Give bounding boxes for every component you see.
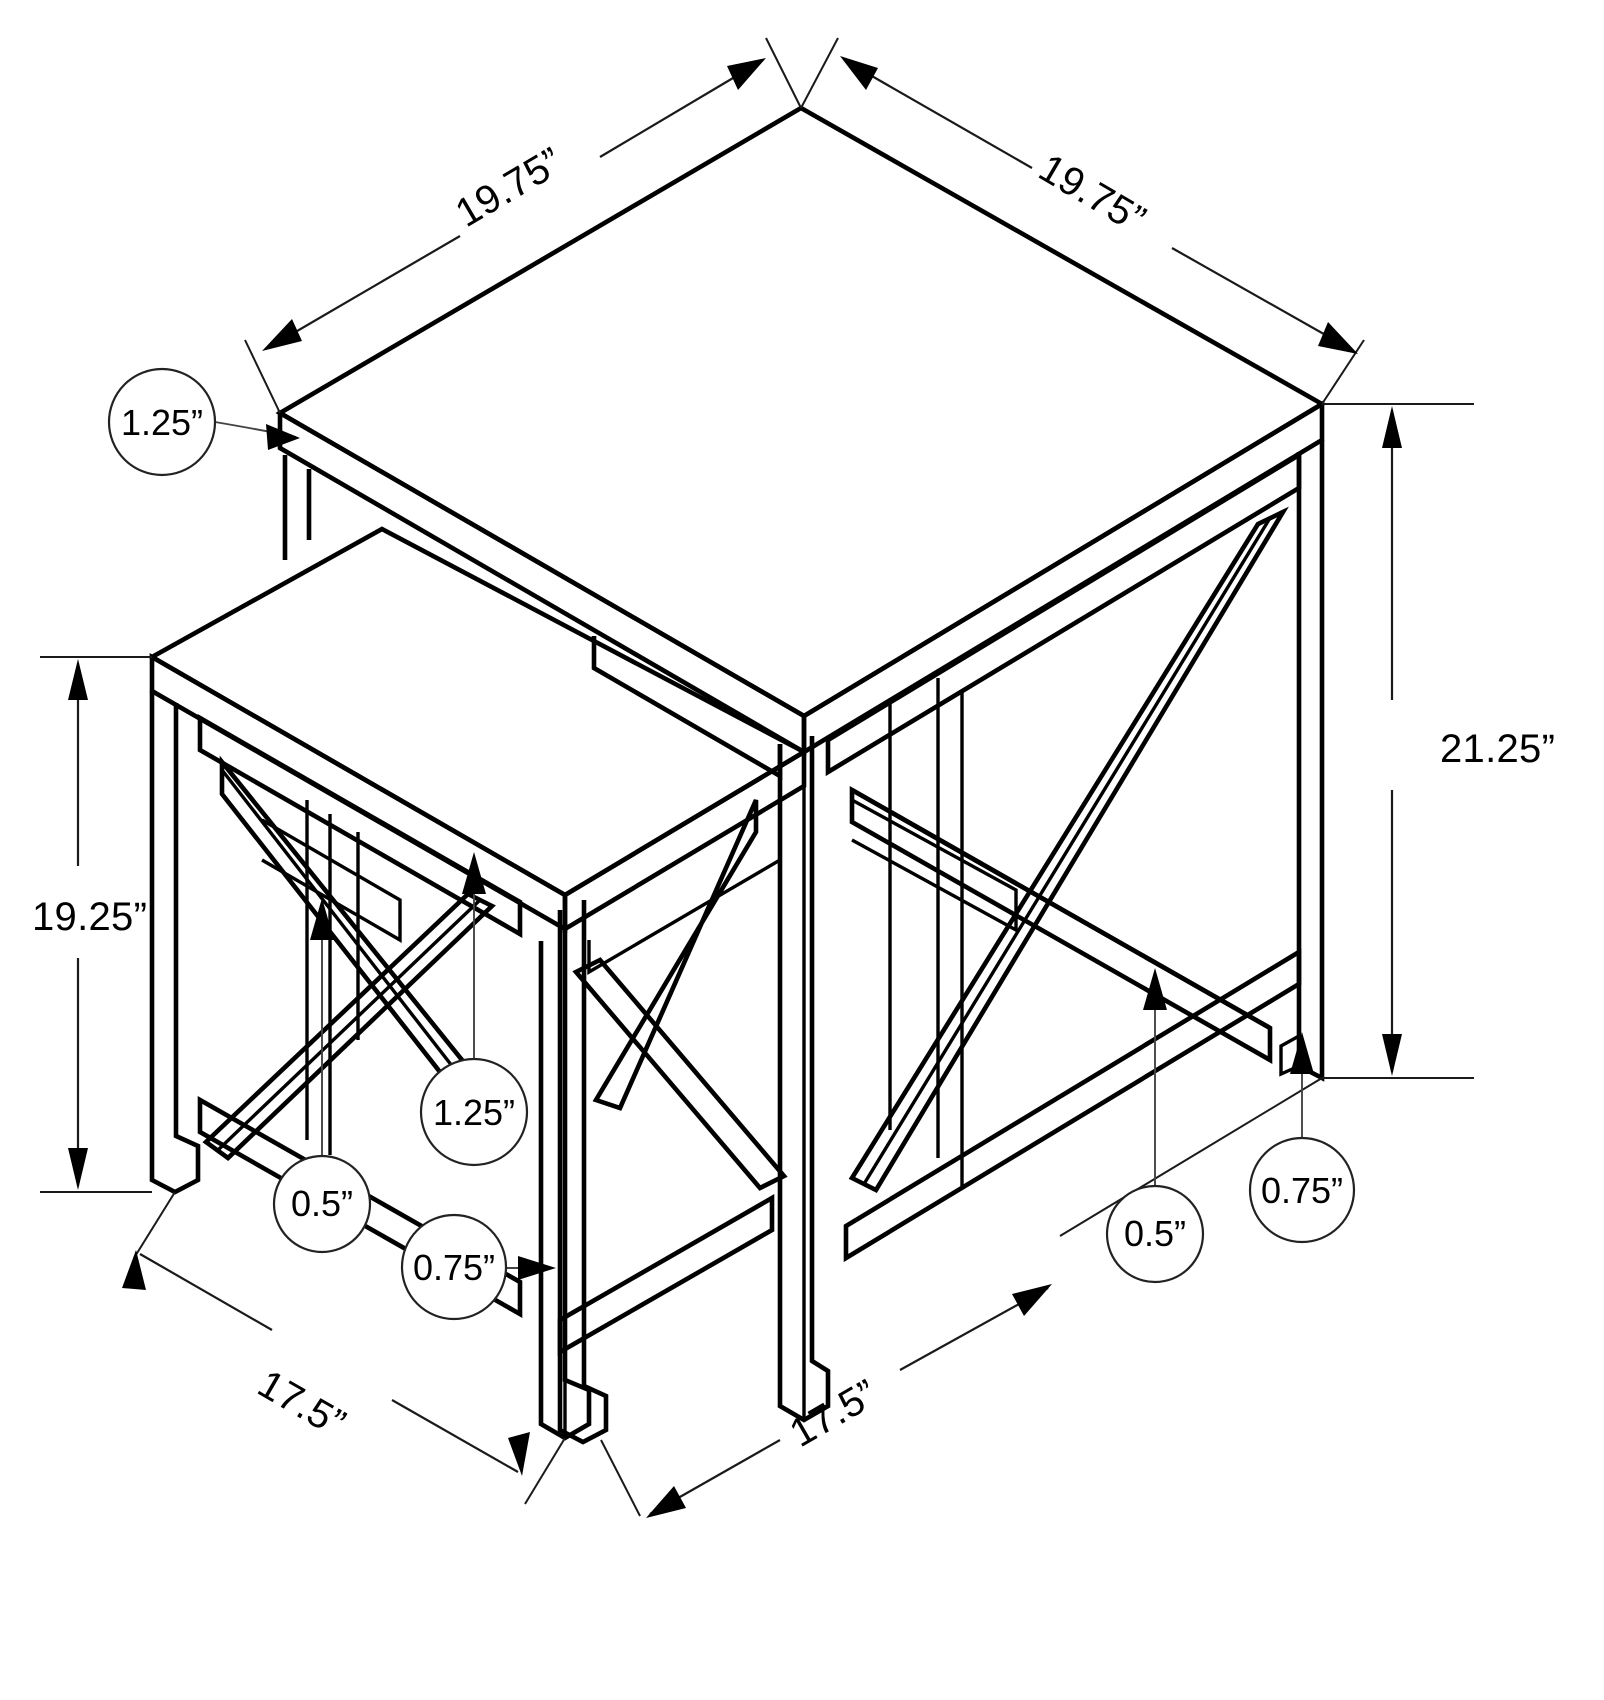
arrow-right-height-bottom: [1382, 1034, 1402, 1076]
callout-small-top-thickness: 1.25”: [419, 852, 529, 1167]
dim-line-top-right-2: [1171, 247, 1353, 351]
large-table-right-upper-rail: [825, 450, 1302, 777]
small-table-right-upper-rail: [587, 828, 782, 975]
ext-line-bottom-left-b: [524, 1437, 566, 1505]
large-table-right-brace-a: [849, 786, 1273, 1064]
callout-small-frame-width: 0.5”: [272, 898, 372, 1254]
large-table-right-leg-inner: [1279, 1034, 1300, 1077]
large-table-left-upper-rail: [591, 636, 783, 780]
large-table-left-brace-b: [572, 957, 788, 1191]
arrow-callout-small-top: [462, 852, 486, 894]
dim-label-top-right: 19.75”: [1031, 146, 1153, 242]
arrow-callout-small-frame: [310, 898, 334, 940]
callout-circle-small-frame: [272, 1154, 372, 1254]
large-table-inner-post-1: [936, 678, 964, 1186]
callout-label-large-rail: 0.75”: [1261, 1170, 1343, 1211]
arrow-top-right-end: [1318, 322, 1358, 354]
arrow-callout-small-leg: [518, 1256, 556, 1280]
callout-circle-large-frame: [1105, 1184, 1205, 1284]
arrow-callout-large-rail: [1290, 1032, 1314, 1074]
large-table-right-brace-a-outer: [850, 788, 1272, 1030]
large-table-top-left-edge: [277, 409, 807, 756]
dimension-left-height-19-25: 19.25”: [32, 656, 152, 1193]
dim-line-top-right-1: [843, 59, 1033, 169]
callout-label-small-leg: 0.75”: [413, 1247, 495, 1288]
large-table-right-lower-rail: [843, 947, 1302, 1263]
ext-line-bottom-right-a: [600, 1439, 641, 1517]
callout-circle-small-leg: [400, 1213, 508, 1321]
large-table: [275, 105, 1327, 1445]
callout-label-small-top: 1.25”: [433, 1092, 515, 1133]
arrow-right-height-top: [1382, 406, 1402, 448]
large-table-center-leg: [777, 736, 831, 1423]
arrow-bottom-right-start: [646, 1486, 686, 1518]
callout-label-top-left: 1.25”: [121, 402, 203, 443]
small-table-inner-post-1: [305, 800, 332, 1155]
small-table-left-lower-rail: [197, 1096, 523, 1318]
arrow-bottom-left-start: [122, 1250, 146, 1290]
dim-label-bottom-right: 17.5”: [783, 1371, 885, 1455]
small-table-left-brace-b: [202, 891, 496, 1161]
ext-line-bottom-left-a: [133, 1191, 176, 1259]
callout-small-leg-width: 0.75”: [400, 1213, 556, 1321]
small-table-left-upper-rail: [197, 714, 523, 938]
large-table-right-brace-b-mid: [862, 517, 1272, 1185]
ext-line-top-left-b: [244, 339, 281, 414]
large-table-left-lower-rail: [557, 1194, 775, 1356]
dimension-top-right-19-75: 19.75”: [800, 37, 1365, 405]
arrow-left-height-top: [68, 659, 88, 700]
callout-label-small-frame: 0.5”: [291, 1183, 353, 1224]
large-table-left-brace-a: [592, 799, 759, 1111]
arrow-left-height-bottom: [68, 1148, 88, 1190]
small-table-left-brace-b-mid: [216, 898, 482, 1152]
ext-line-bottom-right-b: [1059, 1077, 1323, 1237]
small-table-inner-brace-detail: [261, 818, 402, 943]
large-table-top-face: [275, 105, 1327, 719]
callout-top-left-thickness: 1.25”: [107, 367, 300, 477]
callout-circle-small-top: [419, 1057, 529, 1167]
arrow-bottom-right-end: [1012, 1284, 1052, 1316]
callout-label-large-frame: 0.5”: [1124, 1213, 1186, 1254]
dim-label-left-height: 19.25”: [32, 895, 147, 939]
large-table-inner-brace-detail: [851, 798, 1018, 933]
ext-line-top-right-b: [1321, 339, 1365, 405]
callout-circle-large-rail: [1248, 1136, 1356, 1244]
callout-circle-top-left: [107, 367, 217, 477]
ext-line-top-left-a: [765, 37, 802, 109]
dim-label-top-left: 19.75”: [448, 139, 570, 235]
ext-line-top-right-a: [800, 37, 839, 109]
large-table-right-brace-b: [848, 506, 1289, 1194]
dim-line-bottom-left-2: [391, 1399, 519, 1473]
dim-line-top-left-1: [267, 235, 461, 349]
arrow-top-right-start: [840, 56, 878, 90]
arrow-callout-top-left: [266, 424, 300, 450]
callout-large-frame-width: 0.5”: [1105, 968, 1205, 1284]
callout-large-rail-width: 0.75”: [1248, 1032, 1356, 1244]
dim-line-bottom-left-1: [139, 1253, 273, 1331]
large-table-right-leg: [1296, 440, 1325, 1082]
arrow-bottom-left-end: [508, 1432, 530, 1476]
arrow-top-left-end: [727, 58, 766, 90]
dim-label-bottom-left: 17.5”: [251, 1362, 353, 1446]
large-table-rear-left-leg: [282, 455, 312, 560]
dimension-right-height-21-25: 21.25”: [1322, 403, 1555, 1079]
arrow-callout-large-frame: [1143, 968, 1167, 1010]
dim-label-right-height: 21.25”: [1440, 727, 1555, 771]
arrow-top-left-start: [262, 319, 302, 351]
dimension-top-left-19-75: 19.75”: [244, 37, 802, 414]
small-table-top-right-edge: [562, 747, 807, 934]
